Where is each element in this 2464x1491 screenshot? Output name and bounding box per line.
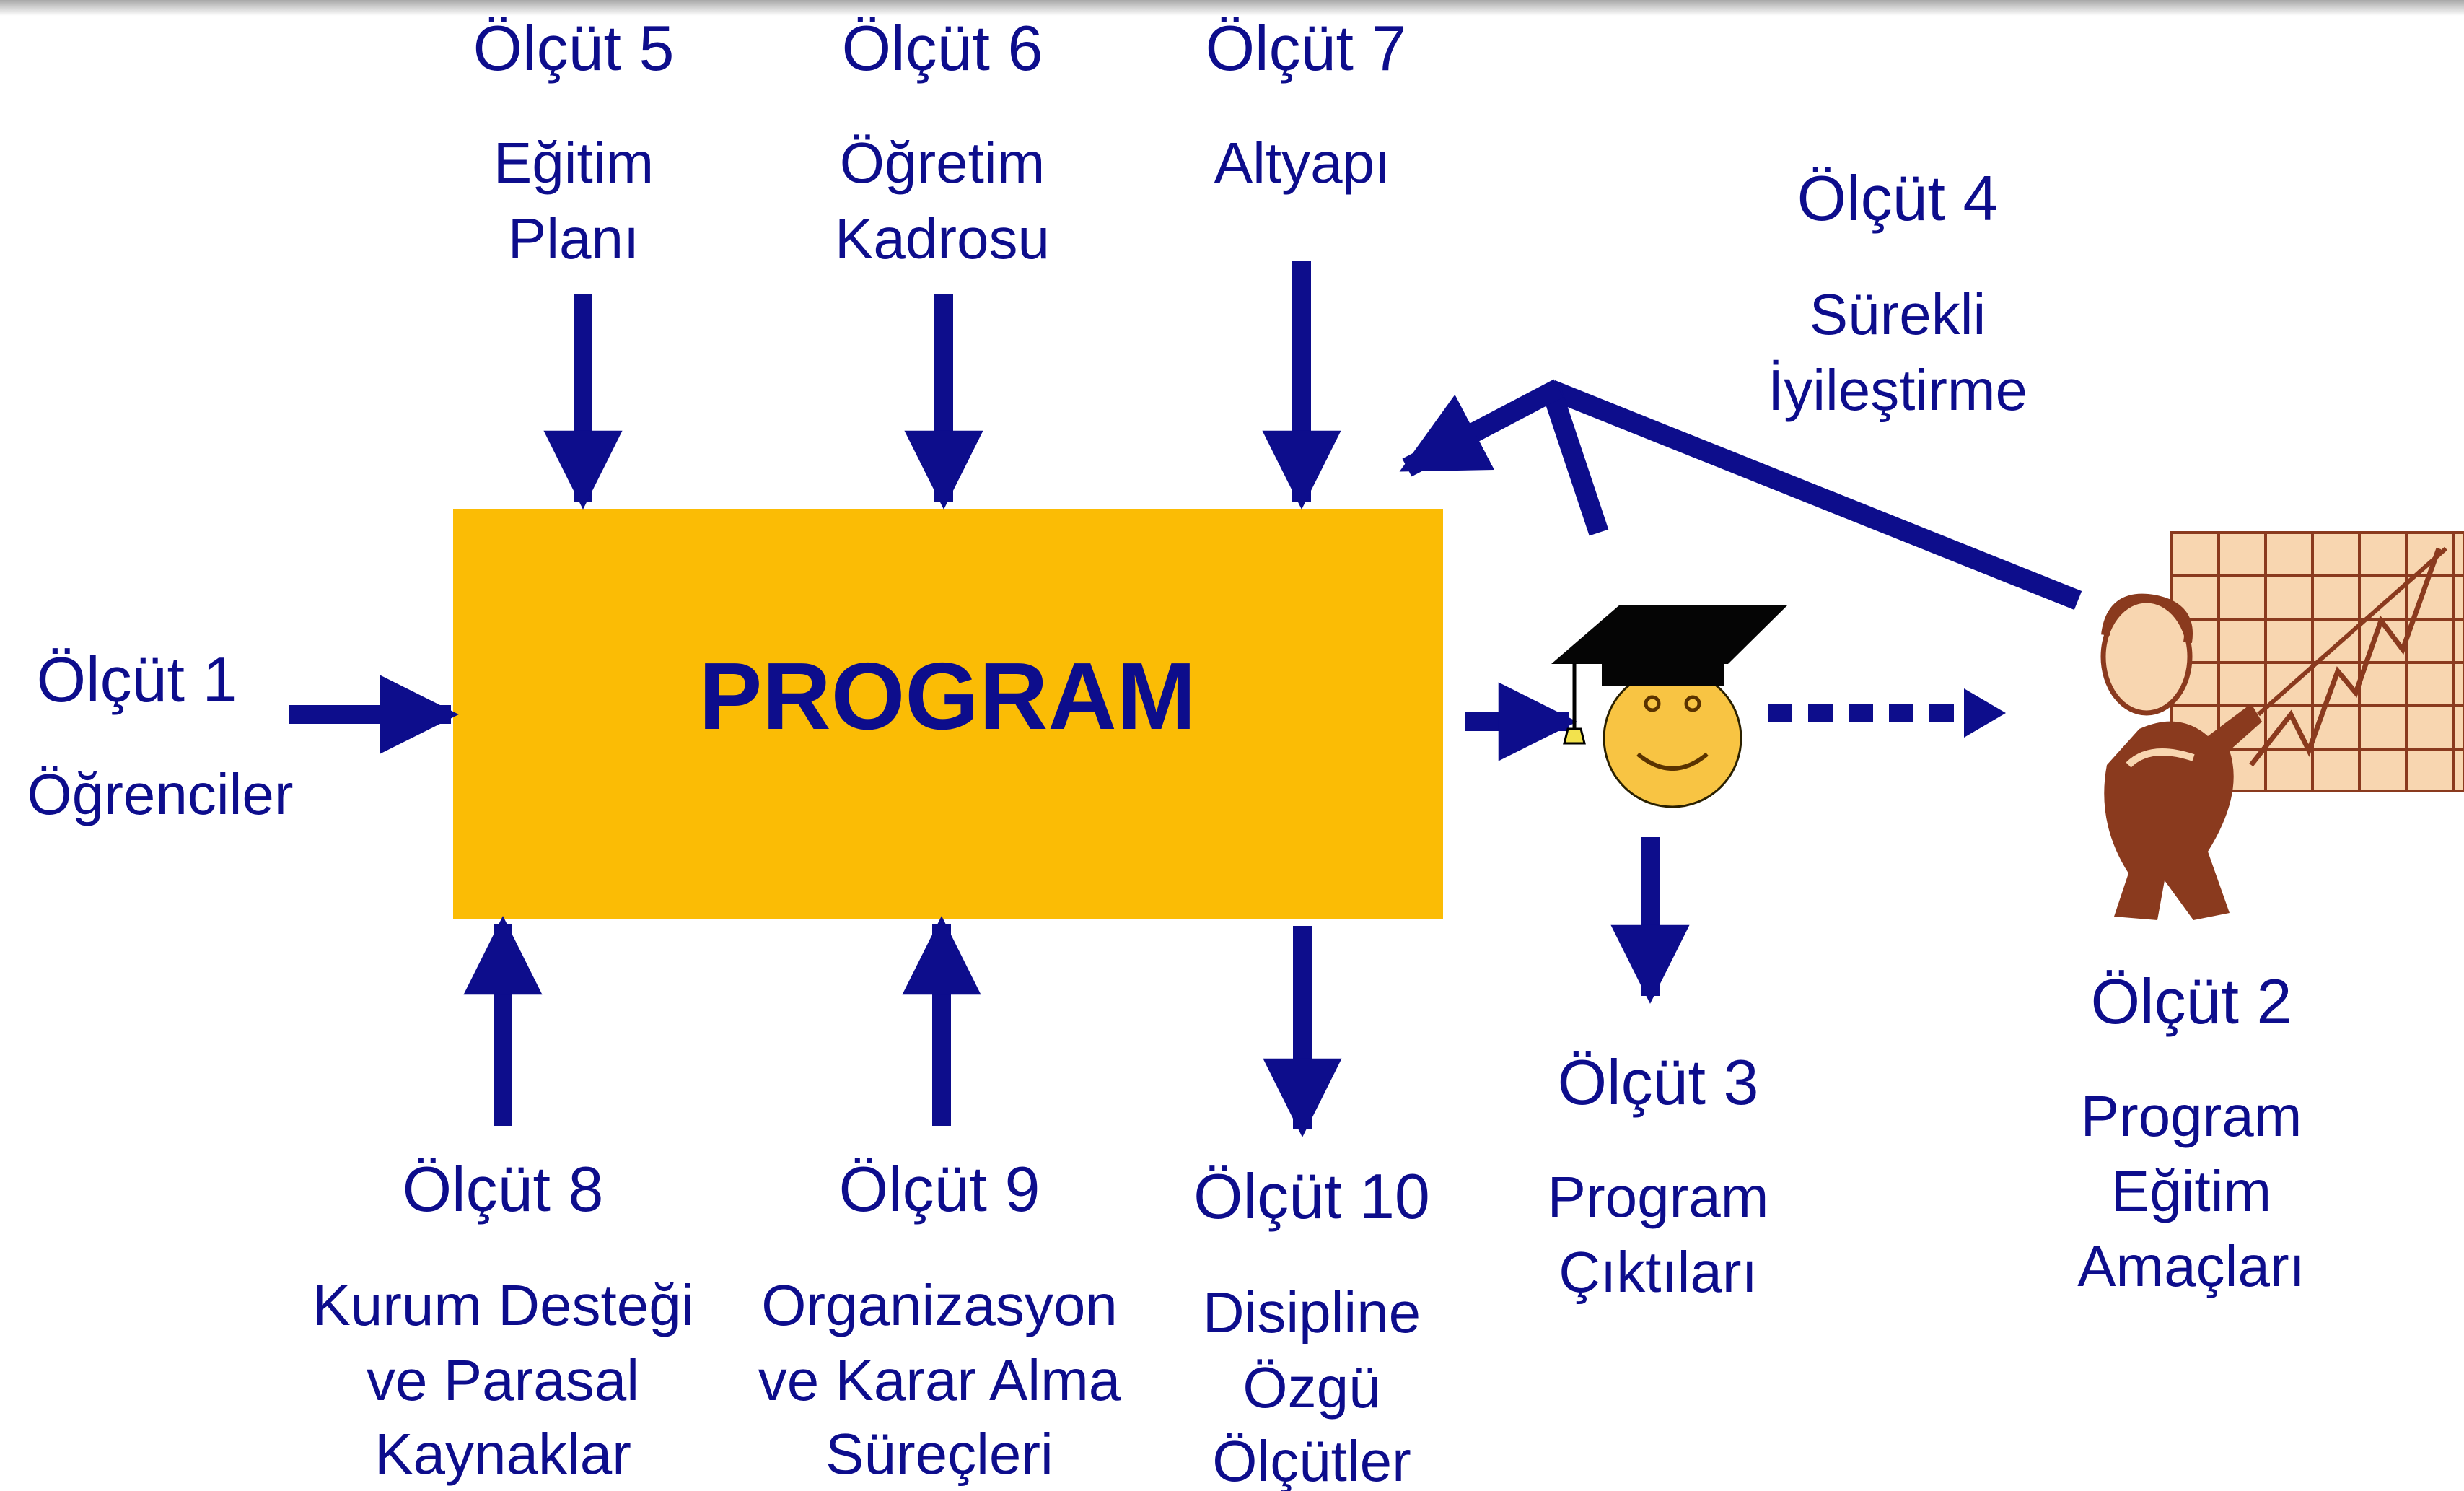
criterion-title: Ölçüt 3	[1558, 1046, 1759, 1118]
smiley-left-eye	[1644, 695, 1661, 712]
criterion-c8-label: Ölçüt 8 Kurum Desteği ve Parasal Kaynakl…	[312, 1153, 693, 1486]
professor-body	[2104, 704, 2262, 920]
window-top-shadow	[0, 0, 2464, 16]
feedback-line-c2	[1547, 380, 2082, 610]
arrows	[289, 261, 2082, 1137]
criterion-c3-label: Ölçüt 3 Program Çıktıları	[1548, 1046, 1769, 1304]
criterion-line: Kurum Desteği	[312, 1273, 693, 1337]
mortarboard-top	[1551, 605, 1788, 664]
mortarboard-cap	[1602, 663, 1724, 686]
professor-arm	[2126, 748, 2195, 768]
program-label: PROGRAM	[698, 643, 1196, 749]
criterion-c7-label: Ölçüt 7 Altyapı	[1206, 12, 1407, 195]
criterion-title: Ölçüt 7	[1206, 12, 1407, 84]
criterion-line: Amaçları	[2077, 1234, 2305, 1298]
criterion-line: Kaynaklar	[374, 1422, 631, 1486]
criterion-line: Özgü	[1242, 1355, 1380, 1420]
criterion-c5-label: Ölçüt 5 Eğitim Planı	[473, 12, 675, 271]
criterion-line: Çıktıları	[1558, 1240, 1758, 1304]
pointer-stick	[2257, 546, 2447, 717]
criterion-line: Planı	[508, 206, 639, 271]
graduate-smiley-icon	[1551, 605, 1788, 808]
smiley-mouth	[1636, 752, 1709, 771]
criterion-line: Öğretim	[840, 131, 1045, 195]
criterion-title: Ölçüt 6	[842, 12, 1043, 84]
criterion-c4-label: Ölçüt 4 Sürekli İyileştirme	[1768, 162, 2027, 422]
criterion-title: Ölçüt 2	[2091, 966, 2292, 1037]
criterion-line: Eğitim	[2111, 1159, 2271, 1223]
criterion-line: Program	[2081, 1084, 2302, 1148]
criterion-line: Organizasyon	[761, 1273, 1118, 1337]
criterion-line: Kadrosu	[835, 206, 1050, 271]
professor-hair	[2101, 593, 2193, 643]
criterion-title: Ölçüt 5	[473, 12, 675, 84]
criterion-line: Program	[1548, 1165, 1769, 1229]
criterion-title: Ölçüt 8	[403, 1153, 604, 1225]
criterion-line: Ölçütler	[1212, 1429, 1411, 1491]
criterion-line: Disipline	[1203, 1280, 1421, 1344]
dotted-arrow-head	[1964, 688, 2006, 738]
criterion-line: Süreçleri	[825, 1422, 1053, 1486]
professor-chart-icon	[2100, 531, 2464, 920]
criterion-title: Ölçüt 1	[37, 644, 238, 715]
criterion-line: İyileştirme	[1768, 358, 2027, 422]
smiley-face	[1603, 668, 1742, 808]
criterion-line: Altyapı	[1214, 131, 1391, 195]
criterion-c9-label: Ölçüt 9 Organizasyon ve Karar Alma Süreç…	[758, 1153, 1121, 1486]
smiley-right-eye	[1684, 695, 1701, 712]
criterion-c2-label: Ölçüt 2 Program Eğitim Amaçları	[2077, 966, 2305, 1298]
criterion-title: Ölçüt 9	[839, 1153, 1040, 1225]
criterion-line: Öğrenciler	[27, 762, 293, 826]
tassel	[1563, 727, 1586, 745]
criterion-c10-label: Ölçüt 10 Disipline Özgü Ölçütler	[1193, 1160, 1430, 1491]
criterion-title: Ölçüt 4	[1797, 162, 1999, 234]
program-box	[453, 509, 1443, 919]
professor-head	[2100, 598, 2193, 716]
criterion-c6-label: Ölçüt 6 Öğretim Kadrosu	[835, 12, 1050, 271]
chart-trend-line	[2249, 547, 2442, 767]
criterion-line: ve Parasal	[367, 1348, 639, 1412]
criterion-line: Eğitim	[494, 131, 654, 195]
criterion-line: ve Karar Alma	[758, 1348, 1121, 1412]
criterion-line: Sürekli	[1810, 282, 1986, 346]
arrow-feedback-to-program	[1399, 379, 1564, 477]
feedback-line-c3	[1541, 386, 1609, 536]
criterion-c1-label: Ölçüt 1 Öğrenciler	[27, 644, 293, 826]
criterion-title: Ölçüt 10	[1193, 1160, 1430, 1232]
